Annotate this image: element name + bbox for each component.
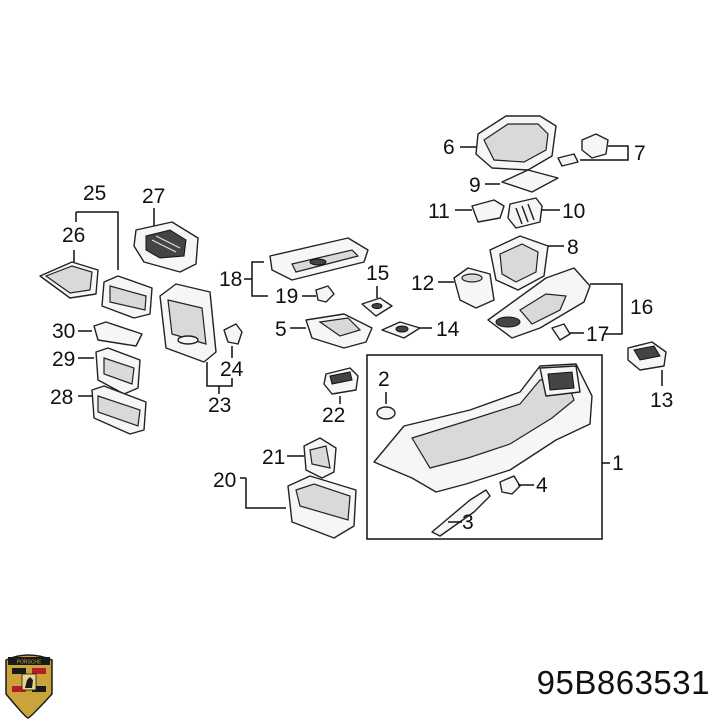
part-number: 95B863531 (536, 664, 710, 701)
callout-2: 2 (378, 368, 390, 391)
group-25: 25 (75, 182, 119, 270)
callout-24: 24 (220, 358, 244, 381)
callout-29: 29 (52, 348, 75, 371)
callout-22: 22 (322, 404, 345, 427)
callout-12: 12 (411, 272, 434, 295)
callout-20: 20 (213, 469, 236, 492)
callout-13: 13 (650, 389, 673, 412)
callout-21: 21 (262, 446, 285, 469)
part-30-insert (93, 321, 143, 347)
callout-14: 14 (436, 318, 460, 341)
part-7-latch (581, 133, 609, 159)
assembly-frame (366, 354, 603, 540)
callout-23: 23 (208, 394, 231, 417)
callout-8: 8 (567, 236, 579, 259)
callout-25: 25 (83, 182, 106, 205)
part-11-lid (471, 199, 505, 223)
callout-15: 15 (366, 262, 389, 285)
callout-6: 6 (443, 136, 455, 159)
callout-30: 30 (52, 320, 75, 343)
callout-4: 4 (536, 474, 548, 497)
callout-26: 26 (62, 224, 85, 247)
part-19-bracket (315, 285, 335, 303)
callout-27: 27 (142, 185, 165, 208)
callout-19: 19 (275, 285, 298, 308)
porsche-crest-logo: PORSCHE (5, 654, 53, 719)
part-17-clip (551, 323, 571, 341)
part-3-trim-strip (431, 489, 491, 537)
callout-11: 11 (428, 200, 450, 223)
callout-5: 5 (275, 318, 287, 341)
crest-wordmark: PORSCHE (17, 660, 42, 666)
callout-3: 3 (462, 511, 474, 534)
callout-10: 10 (562, 200, 585, 223)
callout-9: 9 (469, 174, 481, 197)
callout-16: 16 (630, 296, 653, 319)
callout-7: 7 (634, 142, 646, 165)
part-7-button (557, 153, 579, 167)
callout-18: 18 (219, 268, 242, 291)
callout-28: 28 (50, 386, 73, 409)
part-24-clip (223, 323, 243, 345)
part-9-mat (501, 169, 559, 193)
part-4-clip (499, 475, 521, 495)
callout-1: 1 (612, 452, 624, 475)
part-2-plug (376, 406, 396, 420)
callout-17: 17 (586, 323, 609, 346)
